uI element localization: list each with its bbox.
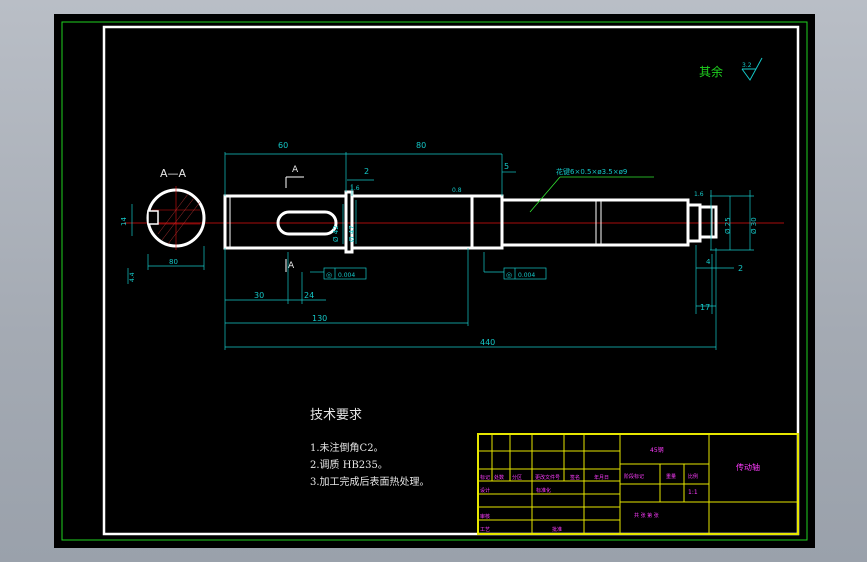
dim-top-small: 2 bbox=[364, 167, 369, 176]
tolerance-frame-1 bbox=[310, 267, 367, 280]
dim-bottom-30: 30 bbox=[254, 291, 264, 300]
title-weight: 重量 bbox=[666, 473, 676, 480]
section-marker-top: A bbox=[292, 165, 299, 175]
title-row-label-3: 更改文件号 bbox=[535, 474, 560, 481]
title-left-label-0: 设计 bbox=[480, 487, 490, 494]
shaft-outline bbox=[223, 190, 718, 254]
title-header: 45钢 bbox=[650, 446, 664, 454]
dim-right-4: 4 bbox=[706, 258, 711, 266]
title-row-label-4: 签名 bbox=[570, 474, 580, 481]
title-scale-label: 比例 bbox=[688, 473, 698, 480]
section-dim-width: 14 bbox=[120, 217, 128, 226]
title-standardize: 标准化 bbox=[536, 487, 551, 494]
roughness-symbol-icon bbox=[741, 57, 763, 81]
dim-dia-4: Ø 30 bbox=[750, 217, 758, 234]
surface-mark-1: 1.6 bbox=[350, 185, 360, 192]
tech-requirement-item: 3.加工完成后表面热处理。 bbox=[310, 477, 430, 488]
dim-top-right-small: 5 bbox=[504, 162, 509, 171]
inner-frame bbox=[102, 25, 800, 536]
title-row-label-5: 年月日 bbox=[594, 474, 609, 481]
title-part-name: 传动轴 bbox=[736, 462, 760, 472]
tech-requirement-item: 1.未注倒角C2。 bbox=[310, 443, 384, 454]
dim-right-2: 2 bbox=[738, 264, 743, 273]
dim-dia-2: Ø 47 bbox=[348, 225, 356, 242]
surface-mark-2: 0.8 bbox=[452, 187, 462, 194]
surface-mark-3: 1.6 bbox=[694, 191, 704, 198]
tolerance-1-value: 0.004 bbox=[338, 272, 355, 279]
title-block bbox=[477, 433, 799, 535]
drawing-sheet: 其余 3.2 A—A 80 14 4.4 bbox=[54, 14, 815, 548]
tolerance-2-value: 0.004 bbox=[518, 272, 535, 279]
title-stage-mark: 阶段标记 bbox=[624, 473, 644, 480]
title-scale: 1:1 bbox=[688, 489, 698, 496]
dim-right-17: 17 bbox=[700, 303, 710, 312]
section-cut-arrow bbox=[285, 176, 304, 272]
dim-top-left: 60 bbox=[278, 141, 288, 150]
spline-note: 花键6×0.5×ø3.5×ø9 bbox=[556, 167, 627, 176]
dim-bottom-130: 130 bbox=[312, 314, 327, 323]
section-marker-bottom: A bbox=[288, 261, 295, 271]
dim-dia-3: Ø 25 bbox=[724, 217, 732, 234]
spline-leader bbox=[529, 176, 561, 213]
dim-dia-1: Ø 42 bbox=[332, 225, 340, 242]
section-label: A—A bbox=[160, 167, 187, 180]
roughness-note-label: 其余 bbox=[699, 64, 723, 79]
section-view bbox=[146, 186, 206, 250]
section-dim-depth: 80 bbox=[169, 258, 178, 266]
dimension-lines bbox=[224, 152, 754, 350]
title-row-label-2: 分区 bbox=[512, 474, 522, 481]
tech-requirements-title: 技术要求 bbox=[310, 408, 363, 423]
outer-frame bbox=[61, 21, 808, 541]
dim-overall: 440 bbox=[480, 338, 495, 347]
title-approve: 批准 bbox=[552, 526, 562, 533]
dim-top-main: 80 bbox=[416, 141, 426, 150]
tolerance-1-symbol: ◎ bbox=[326, 271, 332, 279]
cad-drawing: 其余 3.2 A—A 80 14 4.4 bbox=[61, 21, 808, 541]
title-left-label-2: 审核 bbox=[480, 513, 490, 520]
section-dim-height: 4.4 bbox=[129, 272, 136, 282]
dim-bottom-24: 24 bbox=[304, 291, 314, 300]
title-row-label-0: 标记 bbox=[480, 474, 490, 481]
title-row-label-1: 处数 bbox=[494, 474, 504, 481]
roughness-note-value: 3.2 bbox=[742, 62, 752, 69]
tech-requirement-item: 2.调质 HB235。 bbox=[310, 460, 388, 471]
tolerance-2-symbol: ◎ bbox=[506, 271, 512, 279]
shaft-inner-lines bbox=[229, 196, 713, 248]
title-left-label-3: 工艺 bbox=[480, 527, 490, 533]
title-sheets: 共 张 第 张 bbox=[634, 512, 659, 519]
tolerance-frame-2 bbox=[483, 252, 547, 280]
section-dimensions bbox=[127, 204, 205, 284]
